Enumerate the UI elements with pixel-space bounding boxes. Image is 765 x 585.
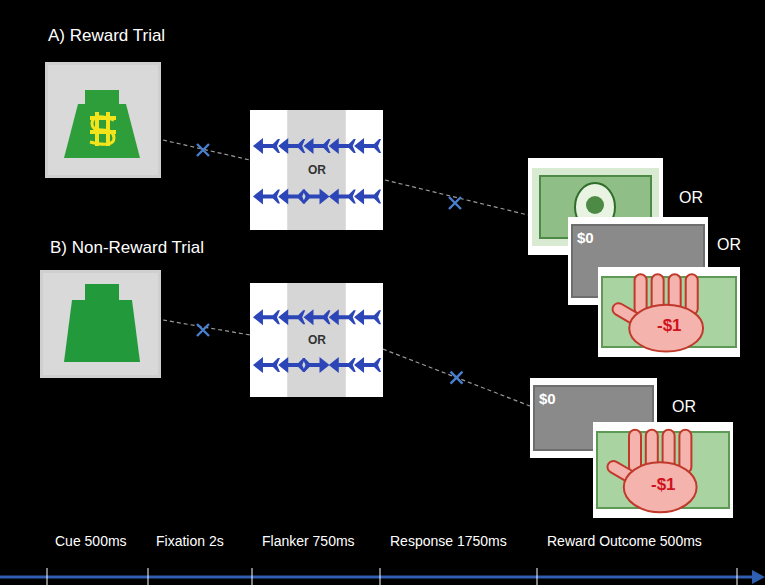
- timeline-label: Response 1750ms: [390, 533, 507, 549]
- dashed-connector: [383, 349, 530, 406]
- card-art: [593, 422, 733, 518]
- trial-heading: A) Reward Trial: [48, 26, 165, 46]
- trial-heading: B) Non-Reward Trial: [50, 238, 204, 258]
- flanker-display: OR: [250, 283, 383, 397]
- reward-cue-icon: [45, 62, 161, 178]
- or-label: OR: [672, 398, 696, 416]
- node-text: -$1: [651, 475, 676, 495]
- node-text: OR: [306, 163, 328, 177]
- timeline-label: Flanker 750ms: [262, 533, 355, 549]
- nonreward-cue-icon: [40, 270, 161, 378]
- or-label: OR: [717, 236, 741, 254]
- timeline: [0, 568, 765, 585]
- node-text: OR: [306, 333, 328, 347]
- or-label: OR: [679, 189, 703, 207]
- loss-outcome-card: -$1: [593, 422, 733, 518]
- timeline-label: Cue 500ms: [55, 533, 127, 549]
- timeline-label: Reward Outcome 500ms: [547, 533, 702, 549]
- node-text: -$1: [657, 316, 682, 336]
- timeline-label: Fixation 2s: [156, 533, 224, 549]
- node-text: $0: [577, 229, 594, 246]
- node-text: $0: [539, 390, 556, 407]
- flanker-display: OR: [250, 110, 383, 230]
- card-art: [598, 267, 740, 357]
- loss-outcome-card: -$1: [598, 267, 740, 357]
